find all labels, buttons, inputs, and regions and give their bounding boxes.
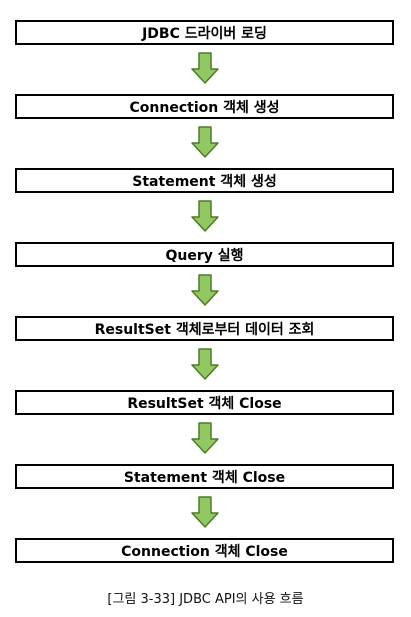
step-box-jdbc-driver-loading: JDBC 드라이버 로딩: [15, 20, 394, 45]
down-arrow-icon: [191, 274, 219, 306]
down-arrow-icon: [191, 348, 219, 380]
figure-caption: [그림 3-33] JDBC API의 사용 흐름: [107, 592, 304, 607]
step-box-statement-close: Statement 객체 Close: [15, 464, 394, 489]
step-box-connection-close: Connection 객체 Close: [15, 538, 394, 563]
step-box-resultset-close: ResultSet 객체 Close: [15, 390, 394, 415]
step-box-query-execute: Query 실행: [15, 242, 394, 267]
down-arrow-icon: [191, 126, 219, 158]
down-arrow-icon: [191, 496, 219, 528]
step-box-resultset-read: ResultSet 객체로부터 데이터 조회: [15, 316, 394, 341]
down-arrow-icon: [191, 52, 219, 84]
down-arrow-icon: [191, 422, 219, 454]
step-box-connection-create: Connection 객체 생성: [15, 94, 394, 119]
down-arrow-icon: [191, 200, 219, 232]
step-box-statement-create: Statement 객체 생성: [15, 168, 394, 193]
